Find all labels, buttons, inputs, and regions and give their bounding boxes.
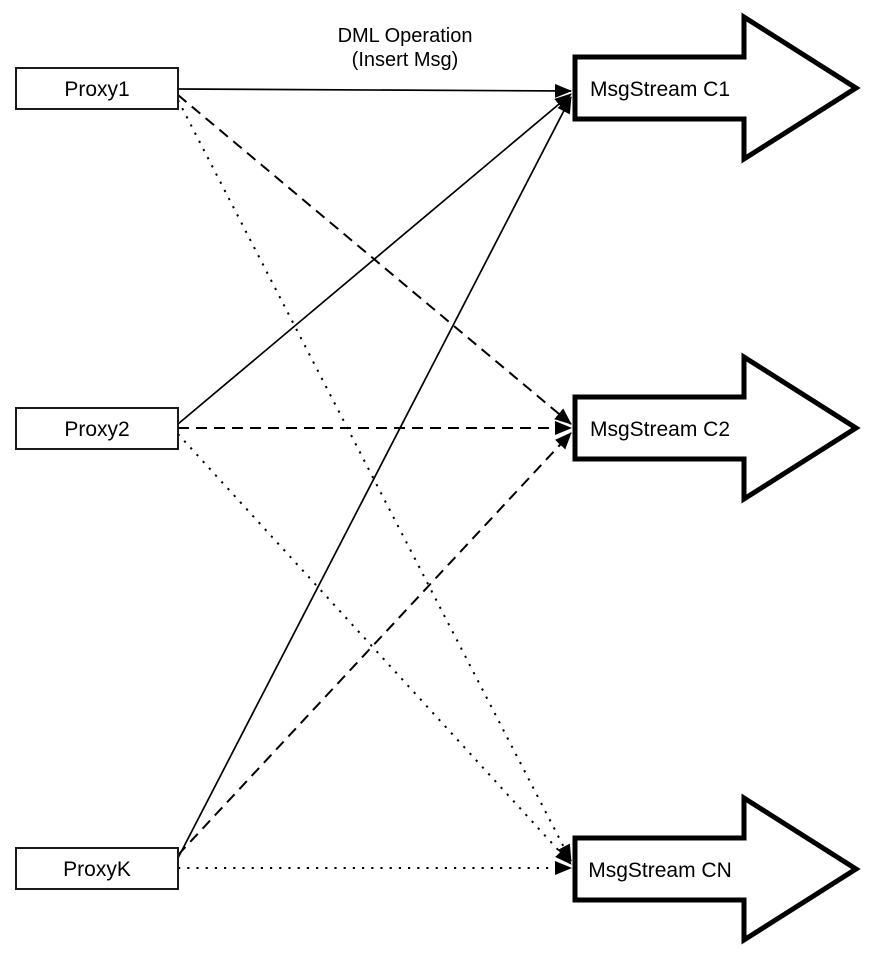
proxy1-box bbox=[15, 67, 179, 110]
edge-proxy2-msgstream-cn bbox=[177, 433, 572, 865]
node-msgstream-c1: MsgStream C1 bbox=[572, 12, 861, 164]
msgstream-c2-label: MsgStream C2 bbox=[590, 418, 730, 441]
edge-proxyk-msgstream-c2 bbox=[177, 432, 572, 856]
msgstream-c1-arrow bbox=[572, 12, 861, 164]
msgstream-c1-label: MsgStream C1 bbox=[590, 78, 730, 101]
edge-proxy1-msgstream-c1 bbox=[177, 83, 572, 98]
node-msgstream-cn: MsgStream CN bbox=[572, 793, 861, 945]
edge-proxy1-msgstream-cn bbox=[177, 99, 572, 862]
node-proxy2: Proxy2 bbox=[15, 407, 179, 450]
msgstream-cn-arrow bbox=[572, 793, 861, 945]
proxyk-label: ProxyK bbox=[63, 858, 131, 881]
node-proxy1: Proxy1 bbox=[15, 67, 179, 110]
proxy2-box bbox=[15, 407, 179, 450]
dml-operation-label-line1: DML Operation bbox=[338, 25, 473, 47]
edge-proxyk-msgstream-c1 bbox=[177, 96, 572, 859]
node-proxyk: ProxyK bbox=[15, 847, 179, 890]
proxy2-label: Proxy2 bbox=[64, 418, 129, 441]
node-msgstream-c2: MsgStream C2 bbox=[572, 352, 861, 504]
dml-operation-label-line2: (Insert Msg) bbox=[352, 49, 459, 71]
msgstream-cn-label: MsgStream CN bbox=[588, 859, 732, 882]
edge-proxy1-msgstream-c2 bbox=[177, 94, 572, 425]
msgstream-c2-arrow bbox=[572, 352, 861, 504]
proxyk-box bbox=[15, 847, 179, 890]
proxy1-label: Proxy1 bbox=[64, 78, 129, 101]
